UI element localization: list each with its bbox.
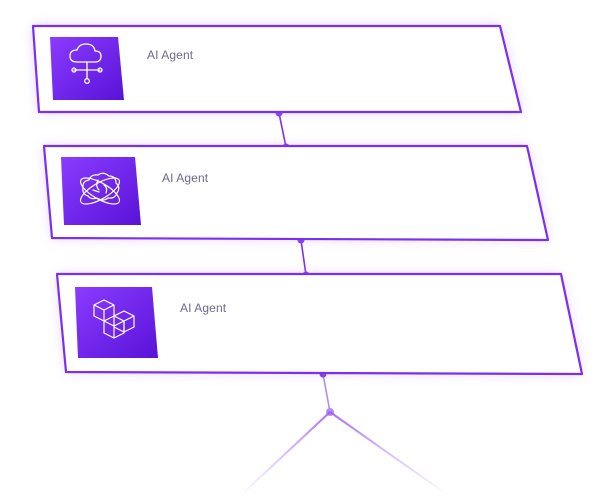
agent-card-3-label: AI Agent xyxy=(180,301,227,315)
agent-card-1[interactable] xyxy=(31,24,523,114)
agent-card-2-label: AI Agent xyxy=(162,171,209,185)
agent-icon-tile-2 xyxy=(61,157,141,225)
agent-icon-tile-3 xyxy=(75,287,158,358)
agent-card-2[interactable] xyxy=(42,144,550,242)
connector-1-2 xyxy=(275,109,290,151)
cloud-network-icon xyxy=(69,43,103,84)
brain-atom-icon xyxy=(79,172,121,205)
agent-card-1-label: AI Agent xyxy=(147,48,194,62)
connector-2-3 xyxy=(297,236,310,279)
agent-icon-tile-1 xyxy=(50,37,124,100)
stacked-cubes-icon xyxy=(93,299,135,339)
branch-left-line xyxy=(237,411,331,498)
agent-card-3[interactable] xyxy=(55,272,584,376)
branch-right-line xyxy=(329,411,453,498)
connector-3-branch xyxy=(237,370,453,498)
